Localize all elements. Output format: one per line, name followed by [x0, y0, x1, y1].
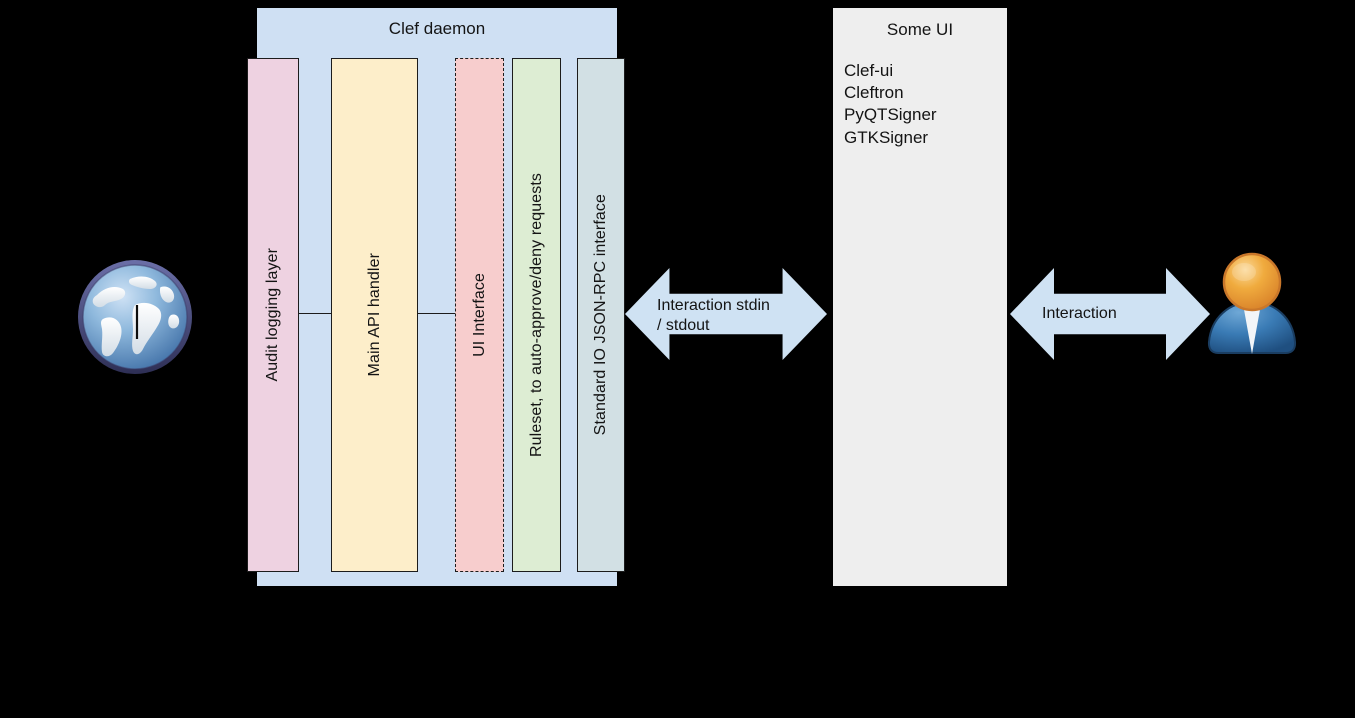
connector-line-audit-api	[298, 313, 332, 314]
some-ui-panel: Some UI Clef-ui Cleftron PyQTSigner GTKS…	[833, 8, 1007, 586]
user-icon	[1203, 250, 1301, 358]
standard-io-json-rpc-box[interactable]: Standard IO JSON-RPC interface	[577, 58, 625, 572]
ui-interface-box[interactable]: UI Interface	[455, 58, 504, 572]
main-api-handler-label: Main API handler	[365, 253, 383, 377]
main-api-handler-box[interactable]: Main API handler	[331, 58, 418, 572]
stdio-arrow-label: Interaction stdin / stdout	[657, 296, 770, 336]
some-ui-list: Clef-ui Cleftron PyQTSigner GTKSigner	[844, 60, 937, 149]
standard-io-json-rpc-label: Standard IO JSON-RPC interface	[592, 194, 609, 436]
interaction-arrow-label: Interaction	[1042, 305, 1117, 322]
interaction-arrow: Interaction	[1010, 268, 1210, 360]
connector-line-api-ui	[417, 313, 456, 314]
list-item: PyQTSigner	[844, 105, 937, 125]
ruleset-label: Ruleset, to auto-approve/deny requests	[527, 173, 545, 457]
ruleset-box[interactable]: Ruleset, to auto-approve/deny requests	[512, 58, 561, 572]
audit-logging-layer-label: Audit logging layer	[264, 248, 281, 382]
stdio-arrow-label-line1: Interaction stdin	[657, 297, 770, 314]
list-item: Cleftron	[844, 83, 904, 103]
globe-icon	[75, 257, 195, 377]
list-item: Clef-ui	[844, 61, 894, 80]
audit-logging-layer-box[interactable]: Audit logging layer	[247, 58, 299, 572]
some-ui-title: Some UI	[886, 20, 954, 39]
list-item: GTKSigner	[844, 127, 929, 147]
clef-daemon-panel	[257, 8, 617, 586]
ui-interface-label: UI Interface	[470, 273, 488, 357]
clef-daemon-title: Clef daemon	[388, 19, 486, 38]
stdio-arrow: Interaction stdin / stdout	[625, 268, 827, 360]
stdio-arrow-label-line2: / stdout	[657, 317, 710, 334]
